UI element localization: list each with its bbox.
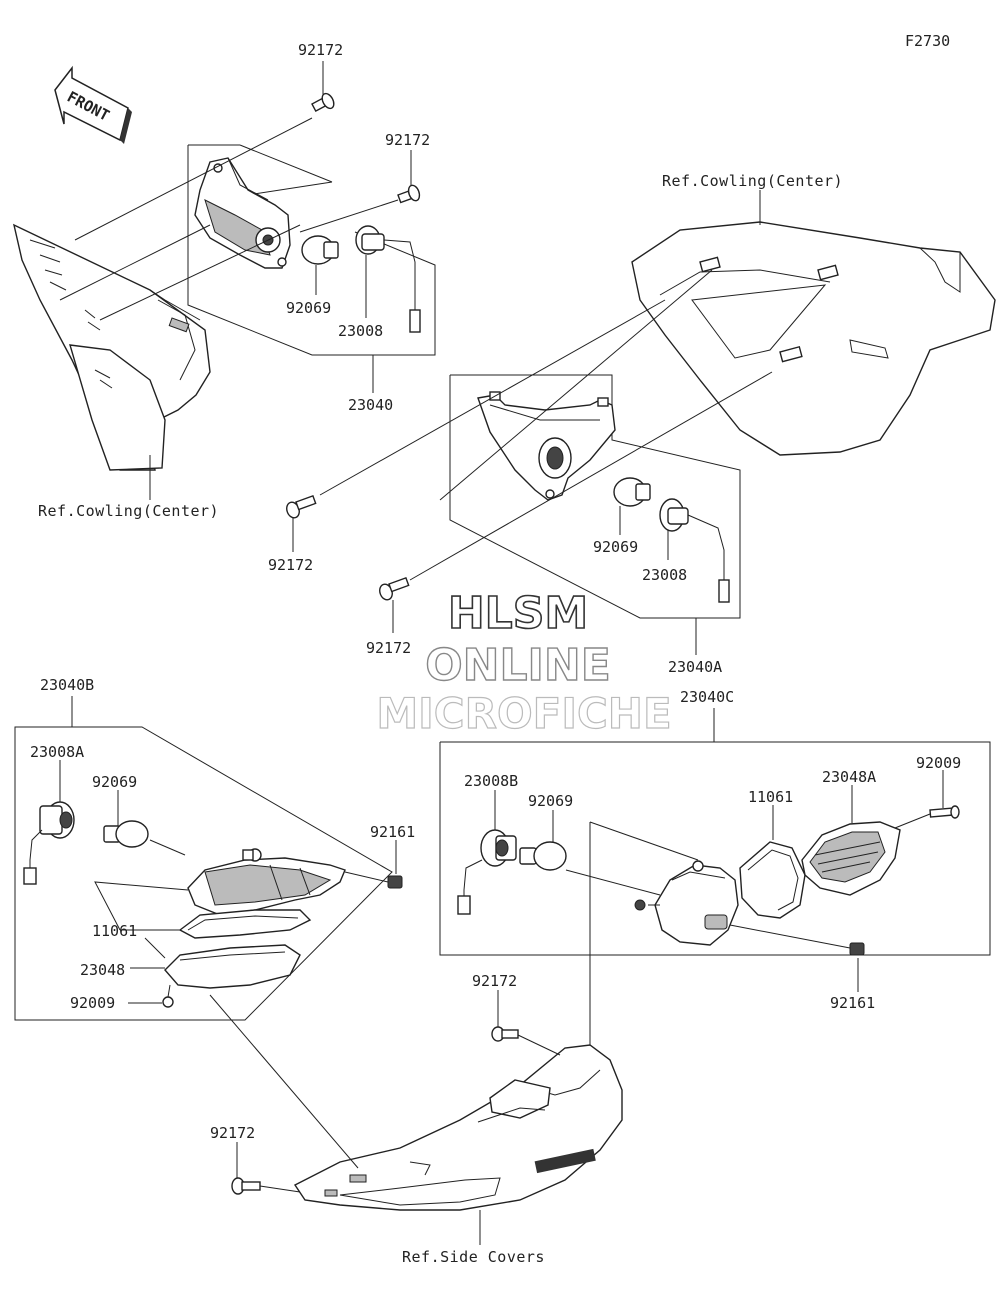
part-label-23040A: 23040A bbox=[668, 658, 722, 676]
part-label-92069-3: 92069 bbox=[92, 773, 137, 791]
part-label-92172-bottom-2: 92172 bbox=[210, 1124, 255, 1142]
cowling-center-right bbox=[631, 221, 996, 456]
part-label-23040C: 23040C bbox=[680, 688, 734, 706]
part-label-23008-2: 23008 bbox=[642, 566, 687, 584]
part-label-23040: 23040 bbox=[348, 396, 393, 414]
part-label-92009-1: 92009 bbox=[70, 994, 115, 1012]
bulb-92069-4 bbox=[519, 841, 567, 871]
part-label-23040B: 23040B bbox=[40, 676, 94, 694]
part-label-23008-1: 23008 bbox=[338, 322, 383, 340]
svg-text:HLSM: HLSM bbox=[448, 588, 588, 639]
socket-23008-1 bbox=[355, 225, 421, 333]
socket-23008B bbox=[457, 829, 517, 915]
part-label-11061-2: 11061 bbox=[748, 788, 793, 806]
part-label-92172-mid-2: 92172 bbox=[366, 639, 411, 657]
ref-cowling-center-right: Ref.Cowling(Center) bbox=[662, 172, 843, 190]
part-label-92069-1: 92069 bbox=[286, 299, 331, 317]
part-label-92172-bottom-1: 92172 bbox=[472, 972, 517, 990]
side-cover bbox=[293, 1044, 623, 1211]
ref-side-covers: Ref.Side Covers bbox=[402, 1248, 545, 1266]
gasket-11061-1 bbox=[178, 909, 312, 939]
part-label-11061-1: 11061 bbox=[92, 922, 137, 940]
part-label-92172-top-1: 92172 bbox=[298, 41, 343, 59]
part-label-23048: 23048 bbox=[80, 961, 125, 979]
nut-92161-2 bbox=[849, 942, 865, 956]
part-label-92069-4: 92069 bbox=[528, 792, 573, 810]
svg-text:MICROFICHE: MICROFICHE bbox=[376, 689, 671, 738]
part-label-23008B: 23008B bbox=[464, 772, 518, 790]
front-arrow-icon: FRONT bbox=[54, 65, 132, 144]
ref-cowling-center-left: Ref.Cowling(Center) bbox=[38, 502, 219, 520]
part-label-92161-2: 92161 bbox=[830, 994, 875, 1012]
turn-signal-housing-left bbox=[194, 157, 291, 269]
screw-92172-mid-2 bbox=[379, 576, 410, 601]
screw-92172-top-2 bbox=[397, 184, 421, 204]
part-label-92069-2: 92069 bbox=[593, 538, 638, 556]
nut-92161-1 bbox=[387, 875, 403, 889]
figure-code: F2730 bbox=[905, 32, 950, 50]
part-label-92161-1: 92161 bbox=[370, 823, 415, 841]
part-label-23048A: 23048A bbox=[822, 768, 876, 786]
screw-92172-bottom-1 bbox=[491, 1026, 519, 1042]
screw-92172-bottom-2 bbox=[231, 1177, 261, 1195]
screw-92172-top-1 bbox=[311, 92, 335, 113]
turn-signal-housing-23040B bbox=[187, 848, 346, 916]
socket-23008A bbox=[23, 801, 75, 885]
turn-signal-housing-middle bbox=[477, 391, 616, 501]
part-label-92172-mid-1: 92172 bbox=[268, 556, 313, 574]
lens-23048 bbox=[164, 944, 301, 989]
screw-92009-2 bbox=[929, 805, 960, 819]
bulb-92069-2 bbox=[613, 477, 651, 507]
screw-92172-mid-1 bbox=[286, 494, 317, 519]
bulb-92069-3 bbox=[103, 820, 149, 848]
gasket-11061-2 bbox=[739, 841, 806, 919]
part-label-92009-2: 92009 bbox=[916, 754, 961, 772]
bulb-92069-1 bbox=[301, 235, 339, 265]
svg-text:ONLINE: ONLINE bbox=[425, 640, 611, 691]
watermark: HLSM ONLINE MICROFICHE bbox=[376, 587, 672, 738]
part-label-92172-top-2: 92172 bbox=[385, 131, 430, 149]
screw-92009-1 bbox=[162, 984, 174, 1008]
socket-23008-2 bbox=[659, 498, 730, 603]
turn-signal-housing-23040C bbox=[634, 860, 739, 946]
lens-23048A bbox=[801, 821, 901, 896]
cowling-center-left bbox=[12, 223, 211, 471]
part-label-23008A: 23008A bbox=[30, 743, 84, 761]
